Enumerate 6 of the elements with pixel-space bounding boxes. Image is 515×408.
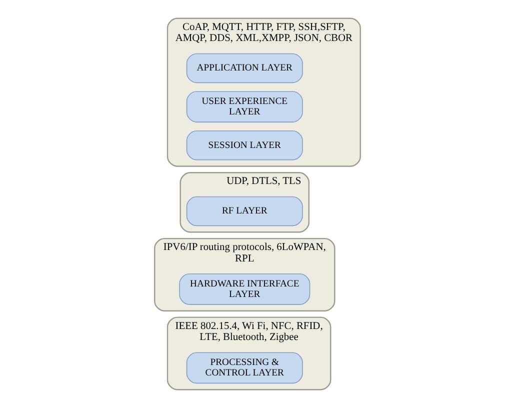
node-box: RF LAYER xyxy=(186,196,303,226)
node-box: PROCESSING & CONTROL LAYER xyxy=(186,352,303,384)
node-box: SESSION LAYER xyxy=(186,130,303,160)
node-box: APPLICATION LAYER xyxy=(186,53,303,84)
node-box: HARDWARE INTERFACE LAYER xyxy=(179,274,310,305)
node-box: USER EXPERIENCE LAYER xyxy=(186,91,303,122)
